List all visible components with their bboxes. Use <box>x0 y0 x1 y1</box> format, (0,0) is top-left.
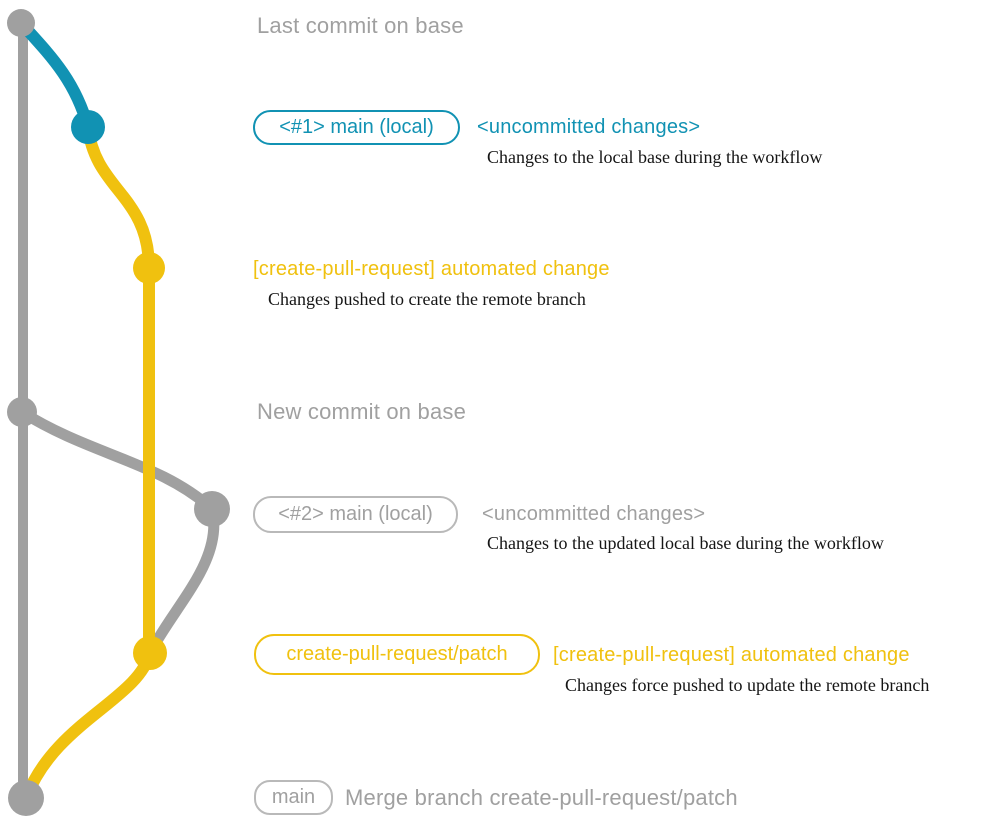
new-commit-label: New commit on base <box>257 399 467 424</box>
branch-tag-main: main <box>254 780 333 815</box>
branch1-description: Changes to the local base during the wor… <box>487 147 823 167</box>
last-commit-label: Last commit on base <box>257 13 464 38</box>
branch-tag-main-local-2: <#2> main (local) <box>253 496 458 533</box>
merge-curve <box>20 651 156 801</box>
branch-tag-main-local-2-label: <#2> main (local) <box>278 503 433 525</box>
local-main2-curve <box>19 407 216 514</box>
branch-tag-patch-label: create-pull-request/patch <box>286 643 508 665</box>
patch1-description: Changes pushed to create the remote bran… <box>268 289 586 309</box>
commit-dot-last-base <box>7 9 35 37</box>
commit-dot-local-main1 <box>71 110 105 144</box>
patch-branch-curve-1 <box>82 126 155 269</box>
commit-dot-patch2 <box>133 636 167 670</box>
uncommitted-changes-label-2: <uncommitted changes> <box>482 503 706 525</box>
branch2-description: Changes to the updated local base during… <box>487 533 884 553</box>
branch-tag-main-local-1-label: <#1> main (local) <box>279 116 434 138</box>
branch-tag-patch: create-pull-request/patch <box>254 634 540 675</box>
branch-tag-main-local-1: <#1> main (local) <box>253 110 460 145</box>
git-graph <box>7 9 230 816</box>
commit-dot-new-base <box>7 397 37 427</box>
patch2-description: Changes force pushed to update the remot… <box>565 675 930 695</box>
commit-dot-patch1 <box>133 252 165 284</box>
uncommitted-changes-label-1: <uncommitted changes> <box>477 116 701 138</box>
branch-tag-main-label: main <box>271 786 316 808</box>
commit-dot-merge <box>8 780 44 816</box>
local-main1-curve <box>16 18 94 129</box>
commit-dot-local-main2 <box>194 491 230 527</box>
patch2-commit-label: [create-pull-request] automated change <box>553 644 910 666</box>
rebase-curve <box>145 507 220 656</box>
patch1-commit-label: [create-pull-request] automated change <box>253 258 610 280</box>
merge-commit-label: Merge branch create-pull-request/patch <box>345 785 738 810</box>
